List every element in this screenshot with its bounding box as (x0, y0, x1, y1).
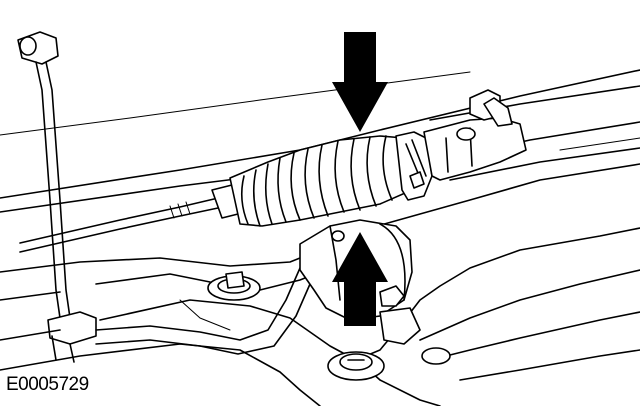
lower-arrow-icon (332, 232, 388, 326)
steering-rack-boot (211, 131, 433, 227)
upper-arrow-icon (332, 32, 388, 132)
stabilizer-link (17, 31, 97, 363)
tie-rod (19, 198, 219, 253)
steering-gear-housing (423, 89, 527, 181)
figure-id-label: E0005729 (6, 374, 89, 395)
mount-bolts (207, 271, 451, 381)
